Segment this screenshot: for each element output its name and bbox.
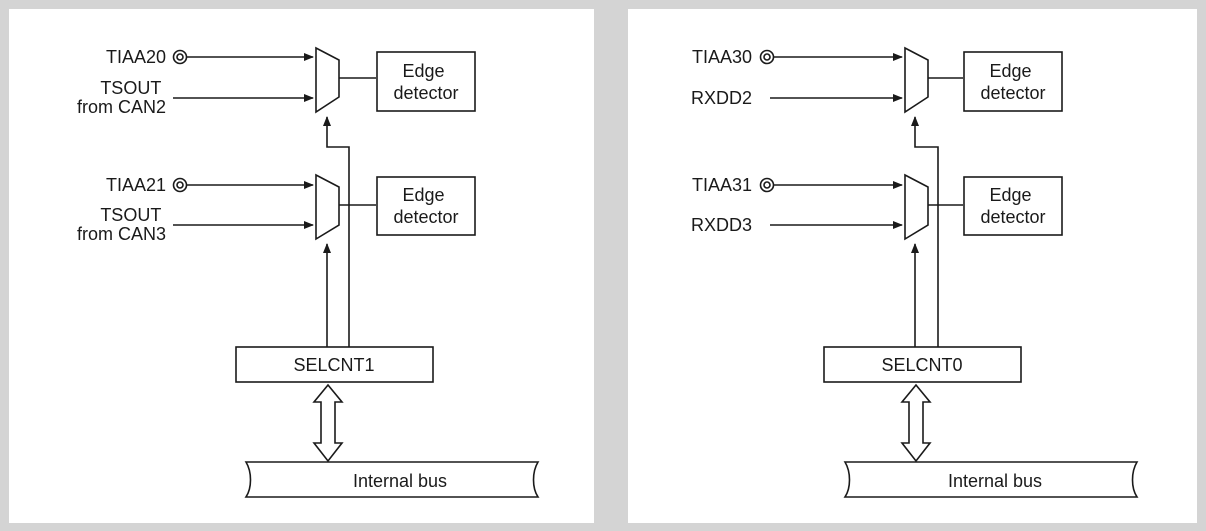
selcnt-register-label: SELCNT1 [293, 355, 374, 375]
pin-b-terminal-icon [759, 177, 775, 193]
input-b-label: RXDD3 [691, 215, 752, 235]
left-panel: TIAA20 TSOUT from CAN2 Edge detector TIA… [9, 9, 594, 523]
right-panel: TIAA30 RXDD2 Edge detector TIAA31 RXDD3 [628, 9, 1197, 523]
multiplexer-top [315, 46, 340, 114]
selcnt-register [235, 346, 434, 383]
bus-connection-arrow [312, 383, 344, 463]
edge-detector-bottom-label: Edge detector [980, 185, 1045, 227]
left-panel-background [9, 9, 594, 523]
pin-label-b: TIAA21 [106, 175, 166, 195]
edge-detector-bottom [963, 176, 1063, 236]
internal-bus-label: Internal bus [948, 471, 1042, 491]
select-line-top-mux [911, 116, 939, 347]
internal-bus [843, 461, 1139, 498]
multiplexer-bottom [904, 173, 929, 241]
input-b-label: TSOUT from CAN3 [77, 205, 166, 244]
multiplexer-top [904, 46, 929, 114]
edge-detector-top [376, 51, 476, 112]
selcnt-register-label: SELCNT0 [881, 355, 962, 375]
pin-label-b: TIAA31 [692, 175, 752, 195]
multiplexer-bottom [315, 173, 340, 241]
pin-b-terminal-icon [172, 177, 188, 193]
edge-detector-top-label: Edge detector [393, 61, 458, 103]
internal-bus-label: Internal bus [353, 471, 447, 491]
selcnt-register [823, 346, 1022, 383]
pin-label-a: TIAA20 [106, 47, 166, 67]
input-a-label: TSOUT from CAN2 [77, 78, 166, 117]
edge-detector-top [963, 51, 1063, 112]
pin-label-a: TIAA30 [692, 47, 752, 67]
select-line-top-mux [323, 116, 350, 347]
edge-detector-top-label: Edge detector [980, 61, 1045, 103]
internal-bus [244, 461, 540, 498]
edge-detector-bottom [376, 176, 476, 236]
edge-detector-bottom-label: Edge detector [393, 185, 458, 227]
pin-a-terminal-icon [759, 49, 775, 65]
input-a-label: RXDD2 [691, 88, 752, 108]
pin-a-terminal-icon [172, 49, 188, 65]
bus-connection-arrow [900, 383, 932, 463]
